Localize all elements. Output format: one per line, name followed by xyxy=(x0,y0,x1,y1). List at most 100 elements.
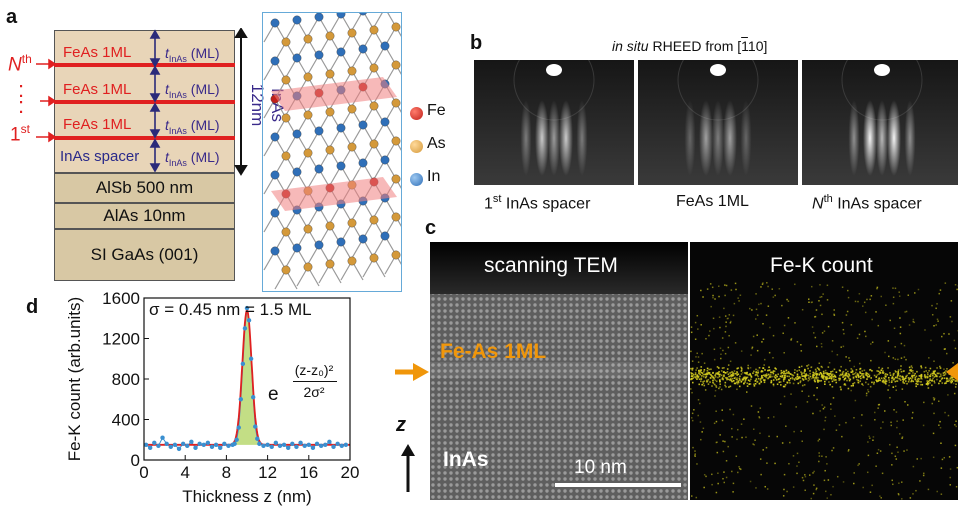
rheed-streak xyxy=(559,100,573,176)
left-orange-arrow xyxy=(395,363,429,381)
x-tick-label: 0 xyxy=(139,463,148,482)
data-point xyxy=(168,444,173,450)
data-point xyxy=(331,444,336,450)
scale-bar-label: 10 nm xyxy=(574,457,627,478)
rheed-streak xyxy=(684,100,696,176)
rheed-streak xyxy=(520,100,532,176)
fe-k-count-image xyxy=(690,242,958,500)
rheed-streak xyxy=(699,100,713,176)
sigma-annotation: σ = 0.45 nm = 1.5 ML xyxy=(149,300,312,319)
y-tick-label: 1600 xyxy=(102,290,140,308)
inas-label: InAs xyxy=(443,448,489,471)
as-atom xyxy=(391,22,401,32)
as-atom xyxy=(347,28,357,38)
in-atom xyxy=(292,15,302,25)
in-atom xyxy=(270,18,280,28)
rheed-image-nth-spacer xyxy=(802,60,958,185)
legend-in-dot xyxy=(410,173,423,186)
rheed-image-feas xyxy=(638,60,798,185)
fe-plane xyxy=(271,77,397,111)
in-atom xyxy=(336,13,346,19)
as-atom xyxy=(281,75,291,85)
as-atom xyxy=(369,63,379,73)
data-point xyxy=(172,442,178,448)
legend-in-label: In xyxy=(427,168,441,185)
in-atom xyxy=(358,44,368,54)
alsb-layer: AlSb 500 nm xyxy=(54,173,235,203)
rheed-streak xyxy=(740,100,752,176)
data-point xyxy=(314,441,320,446)
as-atom xyxy=(281,151,291,161)
t-inas-label-1: tInAs (ML) xyxy=(165,45,220,64)
as-atom xyxy=(281,265,291,275)
as-atom xyxy=(391,212,401,222)
fe-layer-line-mid xyxy=(54,100,235,104)
data-point xyxy=(197,441,202,446)
rheed-streak xyxy=(535,100,549,176)
x-tick-label: 4 xyxy=(180,463,189,482)
legend-fe-dot xyxy=(410,107,423,120)
data-point xyxy=(253,424,258,429)
data-point xyxy=(180,441,186,446)
rheed-streak xyxy=(904,100,916,176)
panel-label-d: d xyxy=(26,296,39,318)
fe-layer-label-3: FeAs 1ML xyxy=(63,116,132,133)
data-point xyxy=(156,443,161,449)
in-atom xyxy=(292,53,302,63)
data-point xyxy=(294,444,299,450)
as-atom xyxy=(391,250,401,260)
data-point xyxy=(218,445,223,451)
data-point xyxy=(234,437,239,442)
data-point xyxy=(201,442,206,448)
as-atom xyxy=(303,262,313,272)
panel-label-a: a xyxy=(6,6,18,28)
data-point xyxy=(323,442,328,448)
in-atom xyxy=(336,161,346,171)
in-atom xyxy=(336,47,346,57)
data-point xyxy=(281,442,287,448)
in-atom xyxy=(270,132,280,142)
as-atom xyxy=(303,110,313,120)
t-inas-label-3: tInAs (ML) xyxy=(165,117,220,136)
as-atom xyxy=(391,98,401,108)
data-point xyxy=(242,326,248,331)
panel-label-b: b xyxy=(470,32,483,54)
legend-fe-label: Fe xyxy=(427,102,446,119)
scale-bar xyxy=(555,483,681,487)
data-point xyxy=(302,443,307,449)
formula-numerator: (z-z₀)² xyxy=(294,362,334,378)
as-atom xyxy=(347,66,357,76)
data-point xyxy=(290,441,295,446)
data-point xyxy=(273,440,279,445)
data-point xyxy=(147,445,153,451)
formula-e: e xyxy=(268,384,279,405)
feas-layer-label: Fe-As 1ML xyxy=(440,340,547,363)
first-marker: 1st xyxy=(10,122,30,146)
in-atom xyxy=(358,158,368,168)
data-point xyxy=(343,442,349,448)
in-atom xyxy=(292,243,302,253)
in-atom xyxy=(358,120,368,130)
crystal-structure-box xyxy=(262,12,402,292)
legend-as-dot xyxy=(410,140,423,153)
rheed-caption-2: FeAs 1ML xyxy=(676,193,749,210)
data-point xyxy=(318,443,324,449)
crystal-structure xyxy=(263,13,401,290)
as-atom xyxy=(391,60,401,70)
in-atom xyxy=(314,50,324,60)
fe-layer-label-1: FeAs 1ML xyxy=(63,44,132,61)
data-point xyxy=(193,445,198,451)
in-atom xyxy=(336,123,346,133)
x-tick-label: 8 xyxy=(222,463,231,482)
as-atom xyxy=(281,113,291,123)
in-atom xyxy=(314,126,324,136)
data-point xyxy=(306,442,311,448)
legend-as-label: As xyxy=(427,135,446,152)
as-atom xyxy=(303,72,313,82)
as-atom xyxy=(347,218,357,228)
as-atom xyxy=(303,224,313,234)
as-atom xyxy=(369,139,379,149)
data-point xyxy=(269,444,274,450)
data-point xyxy=(185,443,190,449)
